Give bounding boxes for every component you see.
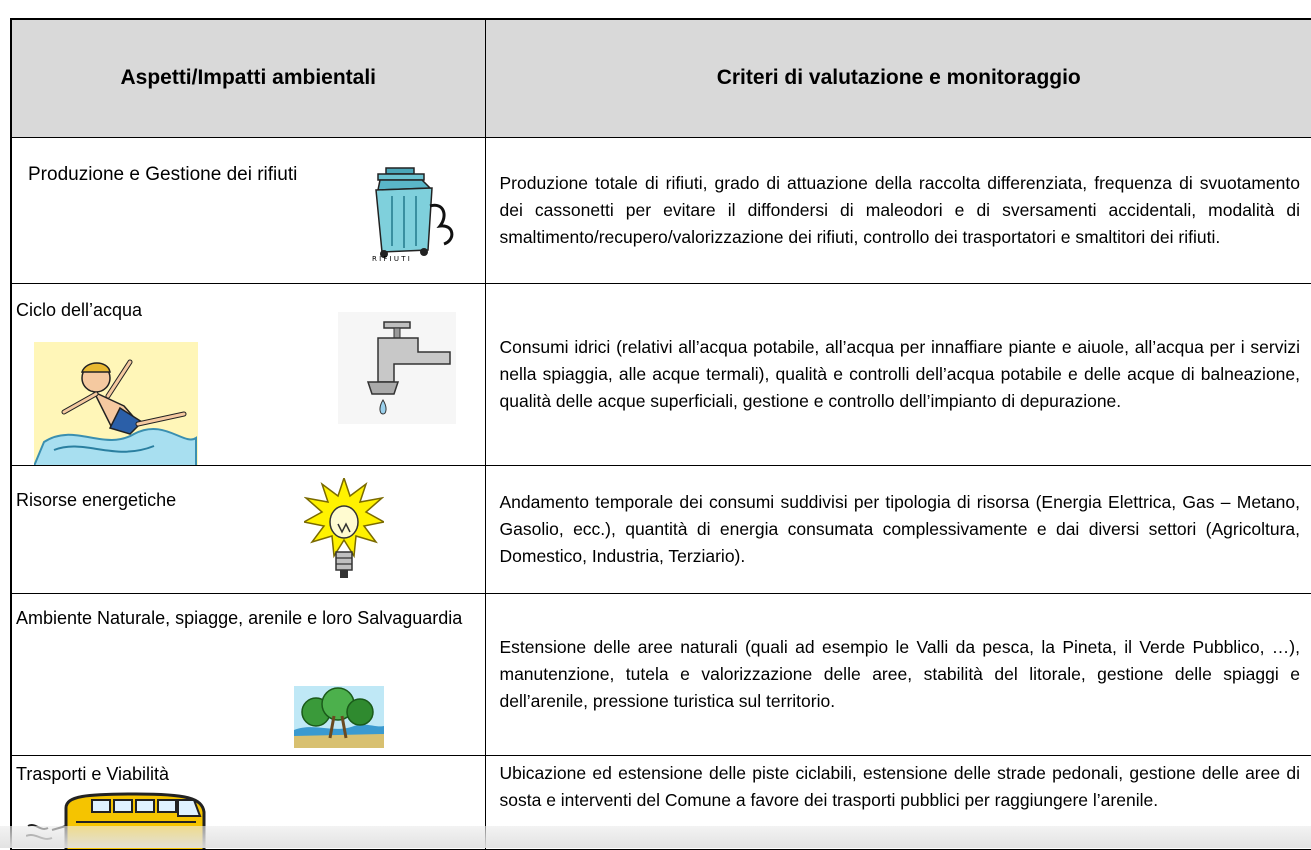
svg-text:R I F I U T I: R I F I U T I <box>372 255 410 262</box>
table-row: Ambiente Naturale, spiagge, arenile e lo… <box>10 592 1311 756</box>
table-row: Ciclo dell’acqua Consumi idr <box>10 282 1311 466</box>
criteria-cell-transport: Ubicazione ed estensione delle piste cic… <box>484 754 1311 850</box>
criteria-cell-waste: Produzione totale di rifiuti, grado di a… <box>484 136 1311 284</box>
aspect-cell-transport: Trasporti e Viabilità <box>10 754 486 850</box>
water-tap-icon <box>338 311 456 424</box>
criteria-cell-energy: Andamento temporale dei consumi suddivis… <box>484 464 1311 594</box>
bus-icon <box>26 791 206 848</box>
criteria-cell-nature: Estensione delle aree naturali (quali ad… <box>484 592 1311 756</box>
aspect-label: Ambiente Naturale, spiagge, arenile e lo… <box>16 607 463 628</box>
swimming-child-icon <box>34 341 198 464</box>
table-row: Produzione e Gestione dei rifiuti R I F … <box>10 136 1311 284</box>
aspect-cell-energy: Risorse energetiche <box>10 464 486 594</box>
aspect-cell-water: Ciclo dell’acqua <box>10 282 486 466</box>
landscape-icon <box>294 685 384 748</box>
aspect-cell-nature: Ambiente Naturale, spiagge, arenile e lo… <box>10 592 486 756</box>
light-bulb-icon <box>304 477 384 578</box>
table-header-row: Aspetti/Impatti ambientali Criteri di va… <box>10 18 1311 138</box>
criteria-cell-water: Consumi idrici (relativi all’acqua potab… <box>484 282 1311 466</box>
header-criteria: Criteri di valutazione e monitoraggio <box>484 18 1311 138</box>
aspect-label: Risorse energetiche <box>16 489 177 510</box>
aspect-cell-waste: Produzione e Gestione dei rifiuti R I F … <box>10 136 486 284</box>
table-row: Risorse energetiche Andamento temporale … <box>10 464 1311 594</box>
table-row: Trasporti e Viabilità Ubicazione ed este… <box>10 754 1311 850</box>
aspect-label: Ciclo dell’acqua <box>16 299 143 320</box>
aspect-label: Produzione e Gestione dei rifiuti <box>28 163 298 185</box>
page-top-margin <box>0 0 1311 18</box>
trash-bin-icon: R I F I U T I <box>372 166 454 262</box>
header-aspects: Aspetti/Impatti ambientali <box>10 18 486 138</box>
aspect-label: Trasporti e Viabilità <box>16 763 170 784</box>
environmental-aspects-table: Aspetti/Impatti ambientali Criteri di va… <box>10 18 1311 850</box>
